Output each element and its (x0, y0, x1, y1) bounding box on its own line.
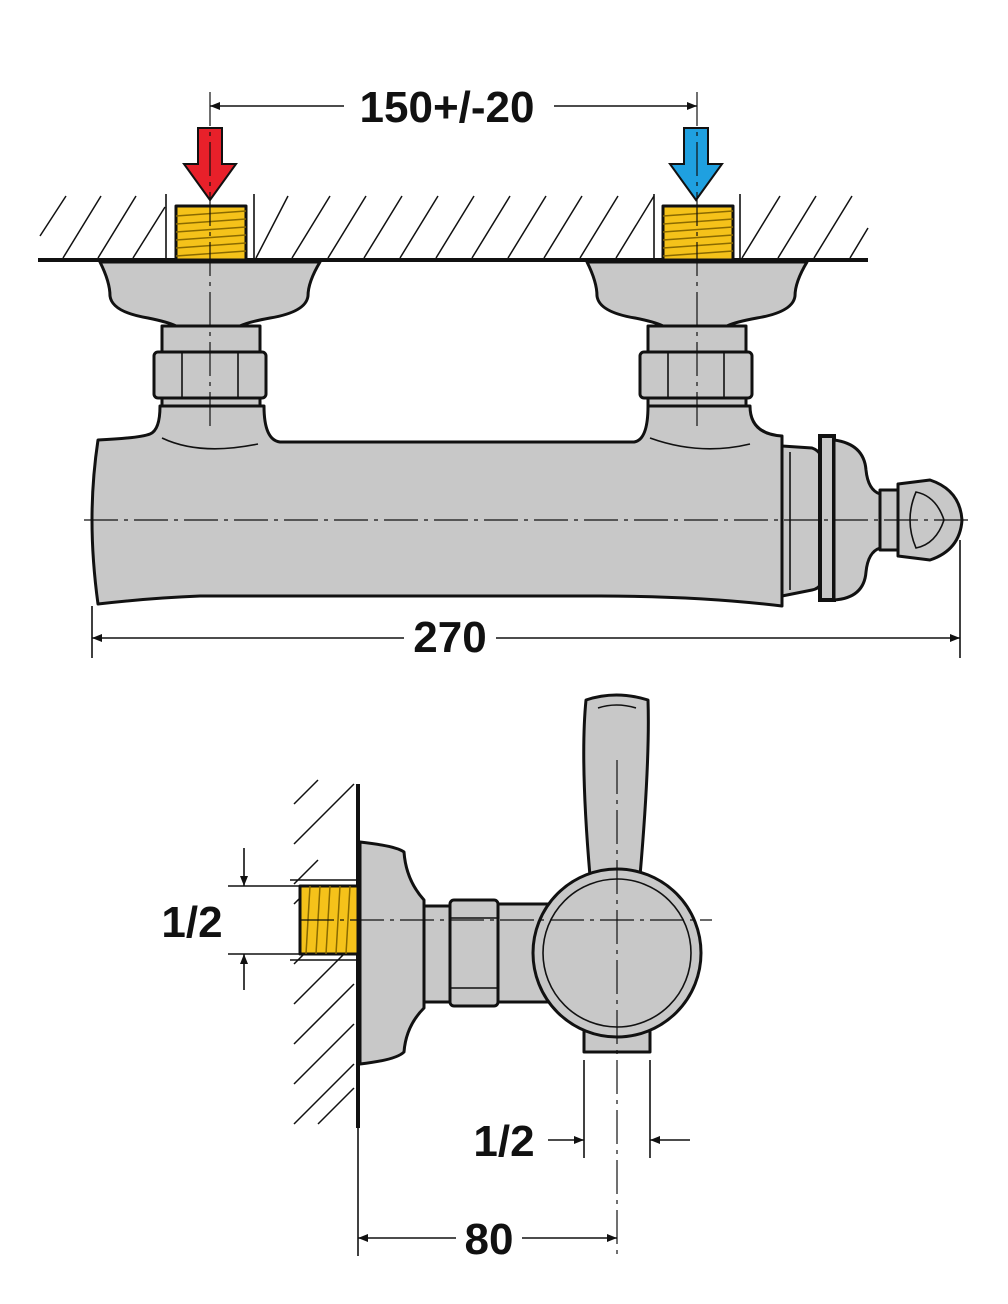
overall-length-label: 270 (413, 613, 486, 662)
dimension-inlet-thread: 1/2 (161, 848, 300, 990)
dimension-inlet-spacing: 150+/-20 (210, 83, 697, 132)
inlet-thread-hot (174, 204, 248, 262)
side-rosette (358, 840, 426, 1066)
dimension-overall-length: 270 (91, 540, 961, 662)
wall-hatching-top (38, 194, 869, 262)
side-view: 1/2 1/2 80 (161, 693, 712, 1264)
inlet-spacing-label: 150+/-20 (360, 83, 535, 132)
connector-right (638, 324, 754, 410)
cold-water-arrow-icon (668, 127, 724, 202)
outlet-thread-label: 1/2 (473, 1117, 534, 1166)
top-view: 150+/-20 270 (38, 83, 972, 662)
mixer-body (90, 404, 964, 608)
dimension-outlet-thread: 1/2 (473, 1060, 690, 1166)
wall-to-outlet-label: 80 (465, 1215, 514, 1264)
dimension-wall-to-outlet: 80 (357, 1128, 617, 1264)
inlet-thread-label: 1/2 (161, 898, 222, 947)
inlet-thread-cold (661, 204, 735, 262)
side-connector (422, 898, 550, 1008)
lever-handle (582, 693, 650, 878)
